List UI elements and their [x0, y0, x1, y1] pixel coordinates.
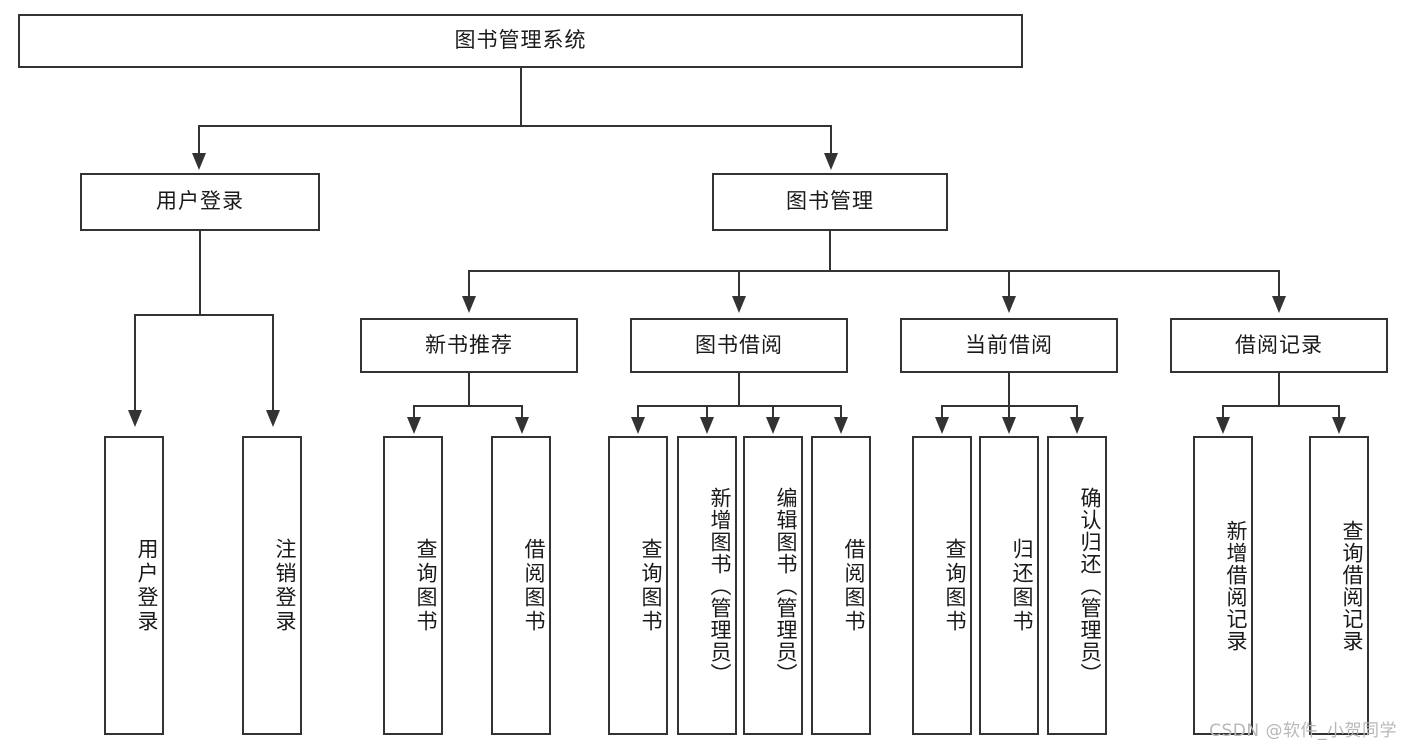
connector-book-borrow-stem [738, 373, 740, 407]
arrow-to-leaf-borrow-book-2 [834, 417, 848, 434]
leaf-label: 归还图书 [1010, 537, 1034, 634]
node-borrow-record[interactable]: 借阅记录 [1170, 318, 1388, 373]
connector-new-book-drop-2 [521, 405, 523, 419]
arrow-to-leaf-user-logout [266, 410, 280, 427]
node-current-borrow[interactable]: 当前借阅 [900, 318, 1118, 373]
leaf-label: 确认归还（管理员） [1078, 486, 1102, 685]
arrow-to-leaf-add-book [700, 417, 714, 434]
leaf-query-book-1[interactable]: 查询图书 [383, 436, 443, 735]
connector-current-borrow-drop-2 [1008, 405, 1010, 419]
connector-level2-drop-right [830, 125, 832, 155]
arrow-to-leaf-query-book-3 [935, 417, 949, 434]
connector-book-borrow-drop-4 [840, 405, 842, 419]
connector-current-borrow-drop-3 [1076, 405, 1078, 419]
leaf-user-logout[interactable]: 注销登录 [242, 436, 302, 735]
connector-current-borrow-stem [1008, 373, 1010, 407]
leaf-label: 编辑图书（管理员） [774, 486, 798, 685]
leaf-add-record[interactable]: 新增借阅记录 [1193, 436, 1253, 735]
connector-borrow-record-bar [1222, 405, 1340, 407]
connector-level3-drop-1 [468, 270, 470, 298]
leaf-label: 查询借阅记录 [1340, 519, 1364, 652]
leaf-label: 用户登录 [135, 537, 159, 634]
connector-current-borrow-drop-1 [941, 405, 943, 419]
leaf-label: 查询图书 [943, 537, 967, 634]
leaf-return-book[interactable]: 归还图书 [979, 436, 1039, 735]
arrow-to-leaf-return-book [1002, 417, 1016, 434]
leaf-label: 查询图书 [639, 537, 663, 634]
node-label: 用户登录 [156, 189, 244, 214]
arrow-to-leaf-query-record [1332, 417, 1346, 434]
connector-user-login-stem [199, 231, 201, 316]
connector-level2-drop-left [198, 125, 200, 155]
node-user-login[interactable]: 用户登录 [80, 173, 320, 231]
connector-borrow-record-drop-1 [1222, 405, 1224, 419]
leaf-query-record[interactable]: 查询借阅记录 [1309, 436, 1369, 735]
connector-new-book-bar [413, 405, 523, 407]
arrow-to-new-book-recommend [462, 296, 476, 313]
leaf-add-book[interactable]: 新增图书（管理员） [677, 436, 737, 735]
arrow-to-current-borrow [1002, 296, 1016, 313]
arrow-to-leaf-borrow-book-1 [515, 417, 529, 434]
connector-user-login-drop-2 [272, 314, 274, 412]
connector-user-login-drop-1 [134, 314, 136, 412]
leaf-confirm-return[interactable]: 确认归还（管理员） [1047, 436, 1107, 735]
leaf-edit-book[interactable]: 编辑图书（管理员） [743, 436, 803, 735]
connector-root-stem [520, 68, 522, 125]
connector-borrow-record-drop-2 [1338, 405, 1340, 419]
connector-user-login-bar [134, 314, 272, 316]
arrow-to-leaf-confirm-return [1070, 417, 1084, 434]
arrow-to-leaf-edit-book [766, 417, 780, 434]
node-new-book-recommend[interactable]: 新书推荐 [360, 318, 578, 373]
connector-borrow-record-stem [1278, 373, 1280, 407]
node-label: 图书借阅 [695, 332, 783, 357]
arrow-to-book-borrow [732, 296, 746, 313]
connector-level3-drop-3 [1008, 270, 1010, 298]
leaf-label: 借阅图书 [522, 537, 546, 634]
node-book-borrow[interactable]: 图书借阅 [630, 318, 848, 373]
leaf-label: 新增借阅记录 [1224, 519, 1248, 652]
leaf-label: 新增图书（管理员） [708, 486, 732, 685]
connector-new-book-drop-1 [413, 405, 415, 419]
arrow-to-leaf-add-record [1216, 417, 1230, 434]
arrow-to-leaf-user-login [128, 410, 142, 427]
arrow-to-user-login [192, 153, 206, 170]
node-book-manage[interactable]: 图书管理 [712, 173, 948, 231]
connector-book-borrow-bar [637, 405, 842, 407]
connector-book-borrow-drop-3 [772, 405, 774, 419]
arrow-to-leaf-query-book-1 [407, 417, 421, 434]
leaf-label: 注销登录 [273, 537, 297, 634]
connector-book-manage-stem [829, 231, 831, 272]
node-label: 借阅记录 [1235, 332, 1323, 357]
leaf-query-book-2[interactable]: 查询图书 [608, 436, 668, 735]
arrow-to-borrow-record [1272, 296, 1286, 313]
node-label: 图书管理系统 [454, 28, 587, 53]
arrow-to-book-manage [824, 153, 838, 170]
leaf-query-book-3[interactable]: 查询图书 [912, 436, 972, 735]
leaf-borrow-book-2[interactable]: 借阅图书 [811, 436, 871, 735]
connector-book-borrow-drop-1 [637, 405, 639, 419]
connector-book-borrow-drop-2 [706, 405, 708, 419]
node-root-book-management-system[interactable]: 图书管理系统 [18, 14, 1023, 68]
connector-level3-drop-2 [738, 270, 740, 298]
connector-level3-drop-4 [1278, 270, 1280, 298]
leaf-label: 查询图书 [414, 537, 438, 634]
node-label: 图书管理 [786, 189, 874, 214]
leaf-label: 借阅图书 [842, 537, 866, 634]
arrow-to-leaf-query-book-2 [631, 417, 645, 434]
leaf-borrow-book-1[interactable]: 借阅图书 [491, 436, 551, 735]
csdn-watermark: CSDN @软件_小贺同学 [1209, 721, 1397, 741]
connector-level2-bar [198, 125, 832, 127]
connector-new-book-stem [468, 373, 470, 407]
node-label: 当前借阅 [965, 332, 1053, 357]
leaf-user-login[interactable]: 用户登录 [104, 436, 164, 735]
connector-level3-bar [468, 270, 1280, 272]
node-label: 新书推荐 [425, 332, 513, 357]
